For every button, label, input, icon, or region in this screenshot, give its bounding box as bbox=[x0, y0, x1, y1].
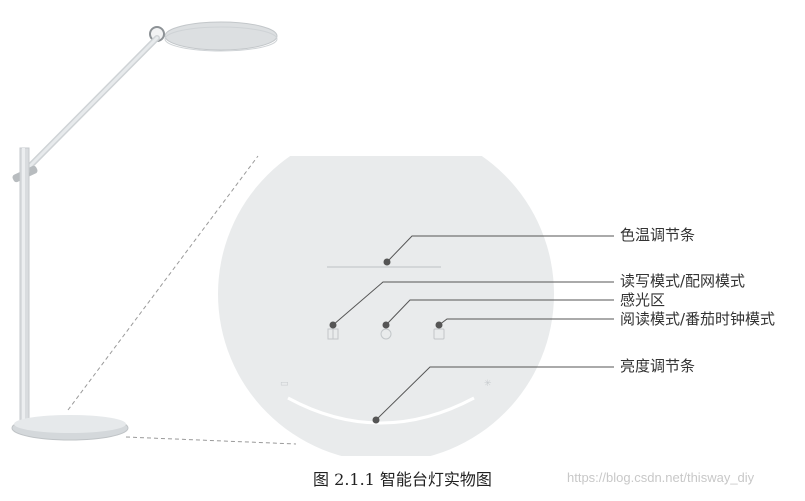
control-panel-zoom bbox=[218, 156, 554, 456]
dot-read-write bbox=[329, 321, 337, 329]
leader-color-temp bbox=[386, 235, 614, 263]
watermark-url: https://blog.csdn.net/thisway_diy bbox=[567, 470, 755, 485]
callout-read-write-mode: 读写模式/配网模式 bbox=[620, 272, 746, 290]
zoom-guide-top bbox=[67, 155, 259, 411]
callout-reading-mode: 阅读模式/番茄时钟模式 bbox=[620, 310, 776, 328]
brightness-high-icon: ✳ bbox=[484, 379, 492, 389]
leader-light-sensor bbox=[385, 299, 614, 326]
dot-color-temp bbox=[383, 258, 391, 266]
lamp-head-rim bbox=[164, 26, 278, 52]
brightness-slider bbox=[287, 396, 475, 425]
leader-read-write bbox=[332, 281, 614, 326]
leader-brightness bbox=[375, 366, 614, 421]
callout-color-temp: 色温调节条 bbox=[620, 226, 696, 244]
dot-reading bbox=[435, 321, 443, 329]
dot-light-sensor bbox=[382, 321, 390, 329]
brightness-low-icon: ▭ bbox=[280, 379, 289, 389]
callout-brightness: 亮度调节条 bbox=[620, 357, 696, 375]
read-write-mode-icon bbox=[327, 328, 339, 340]
zoom-guide-bottom bbox=[125, 436, 297, 445]
reading-mode-icon bbox=[433, 328, 445, 340]
callout-light-sensor: 感光区 bbox=[620, 291, 666, 309]
figure-caption: 图 2.1.1 智能台灯实物图 bbox=[313, 470, 492, 489]
light-sensor-icon bbox=[380, 328, 392, 340]
lamp-head bbox=[164, 21, 278, 51]
dot-brightness bbox=[372, 416, 380, 424]
